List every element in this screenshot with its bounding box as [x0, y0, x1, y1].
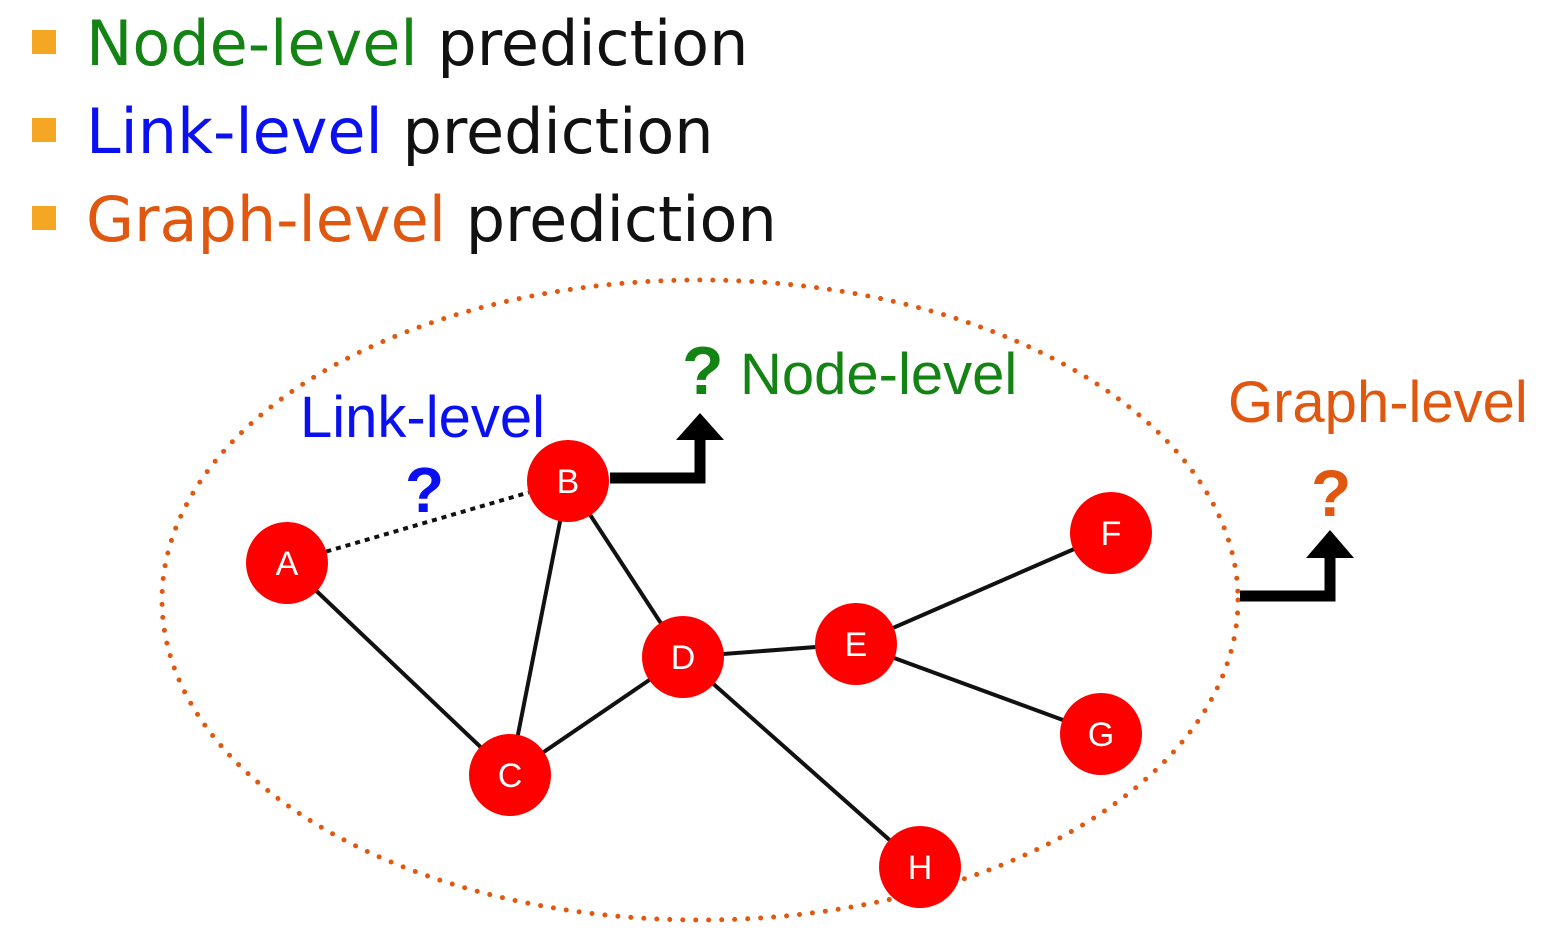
node-circle [1070, 492, 1152, 574]
graph-level-label: Graph-level [1228, 370, 1528, 435]
edge-e-g [855, 642, 1102, 736]
node-level-label: Node-level [740, 342, 1017, 407]
node-level-question-mark: ? [682, 333, 724, 409]
node-e: E [815, 603, 897, 685]
node-circle [527, 440, 609, 522]
node-label: C [498, 757, 523, 795]
link-level-label: Link-level [300, 385, 545, 450]
node-label: B [557, 463, 580, 501]
node-c: C [469, 734, 551, 816]
node-circle [1060, 693, 1142, 775]
edge-b-c [508, 480, 570, 776]
bullet-highlight: Link-level [86, 95, 383, 168]
node-circle [246, 522, 328, 604]
bullet-highlight: Node-level [86, 7, 418, 80]
graph-boundary-ellipse [159, 277, 1241, 923]
node-f: F [1070, 492, 1152, 574]
bullet-rest: prediction [437, 7, 749, 80]
bullet-square-icon [32, 30, 56, 54]
node-level-arrowhead-icon [676, 413, 724, 440]
bullet-rest: prediction [402, 95, 714, 168]
edge-a-c [285, 561, 512, 777]
node-circle [815, 603, 897, 685]
bullet-rest: prediction [465, 183, 777, 256]
node-label: A [276, 545, 299, 583]
bullet-square-icon [32, 118, 56, 142]
graph-level-arrowhead-icon [1306, 530, 1354, 558]
nodes-layer: A B C D E F G H [246, 440, 1152, 908]
edge-d-h [681, 655, 922, 869]
node-a: A [246, 522, 328, 604]
edge-e-f [855, 531, 1112, 646]
node-label: H [908, 849, 933, 887]
node-circle [642, 616, 724, 698]
node-label: G [1088, 716, 1114, 754]
node-level-arrow [610, 438, 706, 484]
bullet-highlight: Graph-level [86, 183, 446, 256]
node-g: G [1060, 693, 1142, 775]
graph-level-arrow [1240, 556, 1336, 602]
node-d: D [642, 616, 724, 698]
bullet-square-icon [32, 206, 56, 230]
graph-level-question-mark: ? [1311, 456, 1351, 530]
node-circle [879, 826, 961, 908]
node-label: F [1101, 515, 1122, 553]
node-h: H [879, 826, 961, 908]
node-circle [469, 734, 551, 816]
node-label: D [671, 639, 696, 677]
node-b: B [527, 440, 609, 522]
link-level-question-mark: ? [405, 454, 444, 526]
node-label: E [845, 626, 868, 664]
